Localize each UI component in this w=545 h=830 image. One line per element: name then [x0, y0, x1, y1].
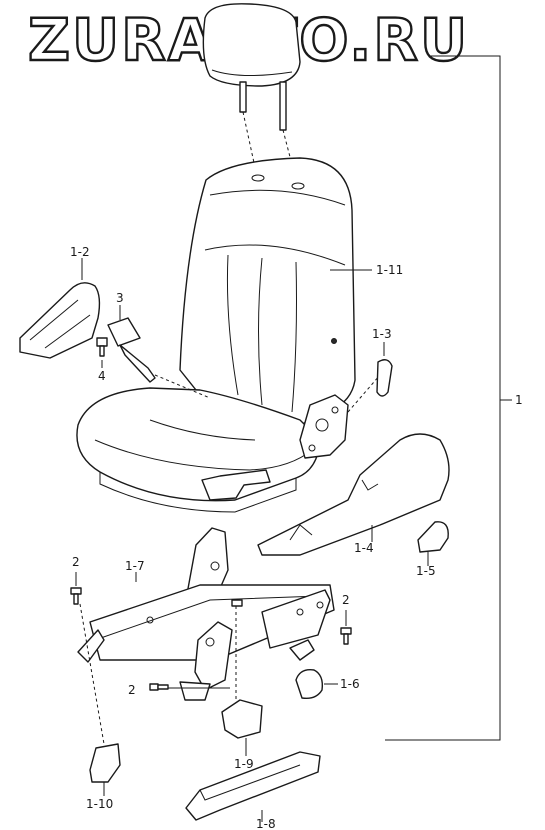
label-1-8: 1-8 — [256, 817, 276, 830]
label-1-7: 1-7 — [125, 559, 145, 573]
bolt-2-left — [70, 572, 82, 605]
seat-track-1-7 — [77, 527, 335, 701]
rail-cover-1-8 — [185, 751, 321, 822]
label-2-right: 2 — [342, 593, 350, 607]
track-cover-1-9 — [221, 699, 263, 756]
label-1-10: 1-10 — [86, 797, 113, 811]
recliner-mechanism — [299, 374, 381, 459]
side-shield-1-4 — [257, 433, 450, 556]
lever-knob-1-3 — [376, 342, 393, 397]
bolt-2-right — [340, 610, 352, 645]
rear-cover-1-6 — [295, 669, 338, 700]
label-3: 3 — [116, 291, 124, 305]
label-1-4: 1-4 — [354, 541, 374, 555]
seat-cushion — [76, 387, 321, 513]
bolt-2-center — [149, 683, 169, 691]
label-2-center: 2 — [128, 683, 136, 697]
leg-cover-1-10 — [79, 603, 121, 796]
label-1: 1 — [515, 393, 523, 407]
hinge-cover-1-2 — [19, 258, 101, 359]
headrest — [202, 3, 301, 181]
assembly-bracket-1 — [385, 55, 512, 741]
label-4: 4 — [98, 369, 106, 383]
stud — [231, 599, 243, 700]
label-1-5: 1-5 — [416, 564, 436, 578]
label-1-9: 1-9 — [234, 757, 254, 771]
label-2-left: 2 — [72, 555, 80, 569]
label-1-11: 1-11 — [376, 263, 403, 277]
belt-buckle-3 — [107, 305, 211, 399]
label-1-2: 1-2 — [70, 245, 90, 259]
bolt-4 — [96, 337, 108, 368]
seat-back — [179, 157, 356, 426]
label-1-3: 1-3 — [372, 327, 392, 341]
label-1-6: 1-6 — [340, 677, 360, 691]
knob-cover-1-5 — [417, 521, 449, 566]
